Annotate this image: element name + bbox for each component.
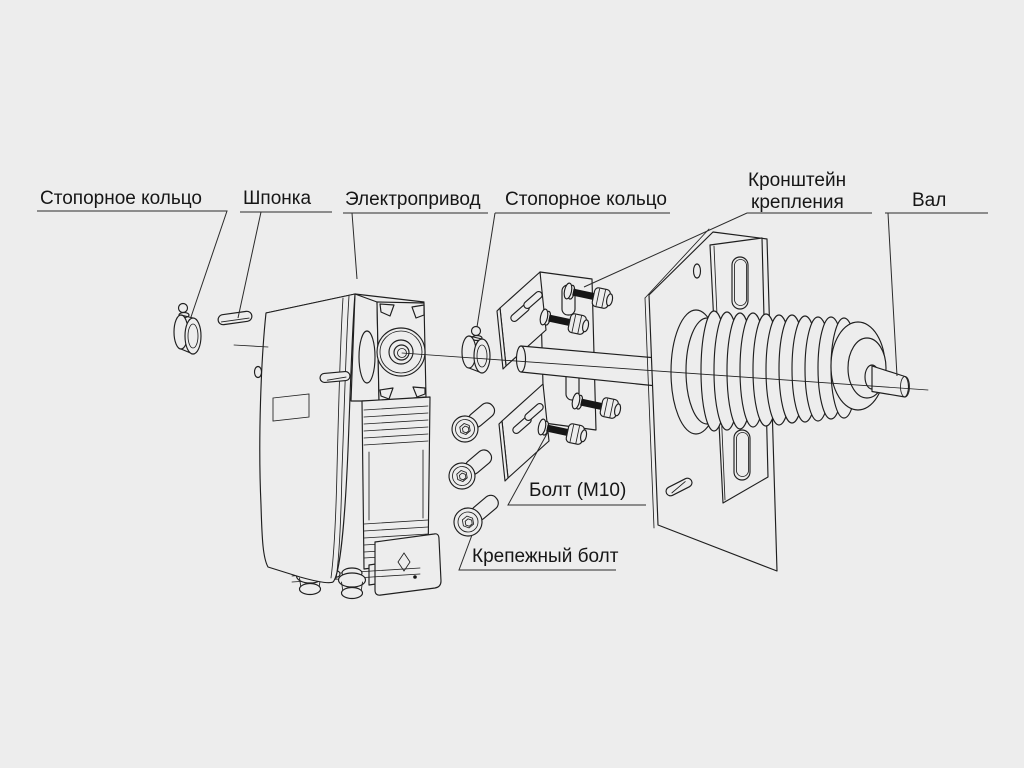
- label-bracket-line1: Кронштейн: [748, 170, 846, 191]
- torsion-spring-assembly: [670, 309, 910, 435]
- set-screw: [470, 325, 482, 337]
- fixing-bolt-1: [451, 402, 496, 443]
- axis-line-right: [401, 352, 929, 391]
- drive-front-cover: [259, 293, 356, 584]
- cover-pin: [319, 371, 351, 383]
- gearbox-face: [376, 301, 427, 402]
- hex-bolt-m10-2: [539, 308, 590, 335]
- gearbox-side-oval: [358, 330, 376, 384]
- plate-slot: [665, 477, 693, 497]
- hex-bolt-m10-3: [571, 392, 622, 419]
- cover-label-plate: [272, 393, 310, 422]
- fixing-bolt-2: [448, 449, 493, 490]
- fixing-bolt-3: [453, 494, 499, 537]
- label-key: Шпонка: [243, 188, 311, 209]
- axis-line-left: [233, 344, 269, 348]
- set-screw: [177, 302, 189, 314]
- label-bolt-m10: Болт (М10): [529, 480, 626, 501]
- snap-ring-left: [173, 302, 202, 355]
- label-snap-ring-right: Стопорное кольцо: [505, 189, 667, 210]
- electric-drive-unit: [253, 293, 442, 600]
- leader-lines: [37, 210, 988, 571]
- key-part: [217, 310, 253, 326]
- labels: Стопорное кольцо Шпонка Электропривод Ст…: [40, 170, 946, 567]
- junction-box: [374, 533, 442, 596]
- label-fixing-bolt: Крепежный болт: [472, 546, 619, 567]
- hex-bolt-m10-4: [537, 418, 588, 445]
- shaft-end-stub: [871, 365, 910, 398]
- label-shaft: Вал: [912, 190, 946, 211]
- snap-ring-right: [461, 325, 491, 374]
- spring-front-flange: [830, 321, 887, 411]
- label-snap-ring-left: Стопорное кольцо: [40, 188, 202, 209]
- diamond-logo: [397, 552, 411, 572]
- label-bracket-line2: крепления: [751, 192, 844, 213]
- plate-hole: [692, 263, 702, 279]
- hex-bolt-m10-1: [563, 282, 614, 309]
- label-electric-drive: Электропривод: [345, 189, 481, 210]
